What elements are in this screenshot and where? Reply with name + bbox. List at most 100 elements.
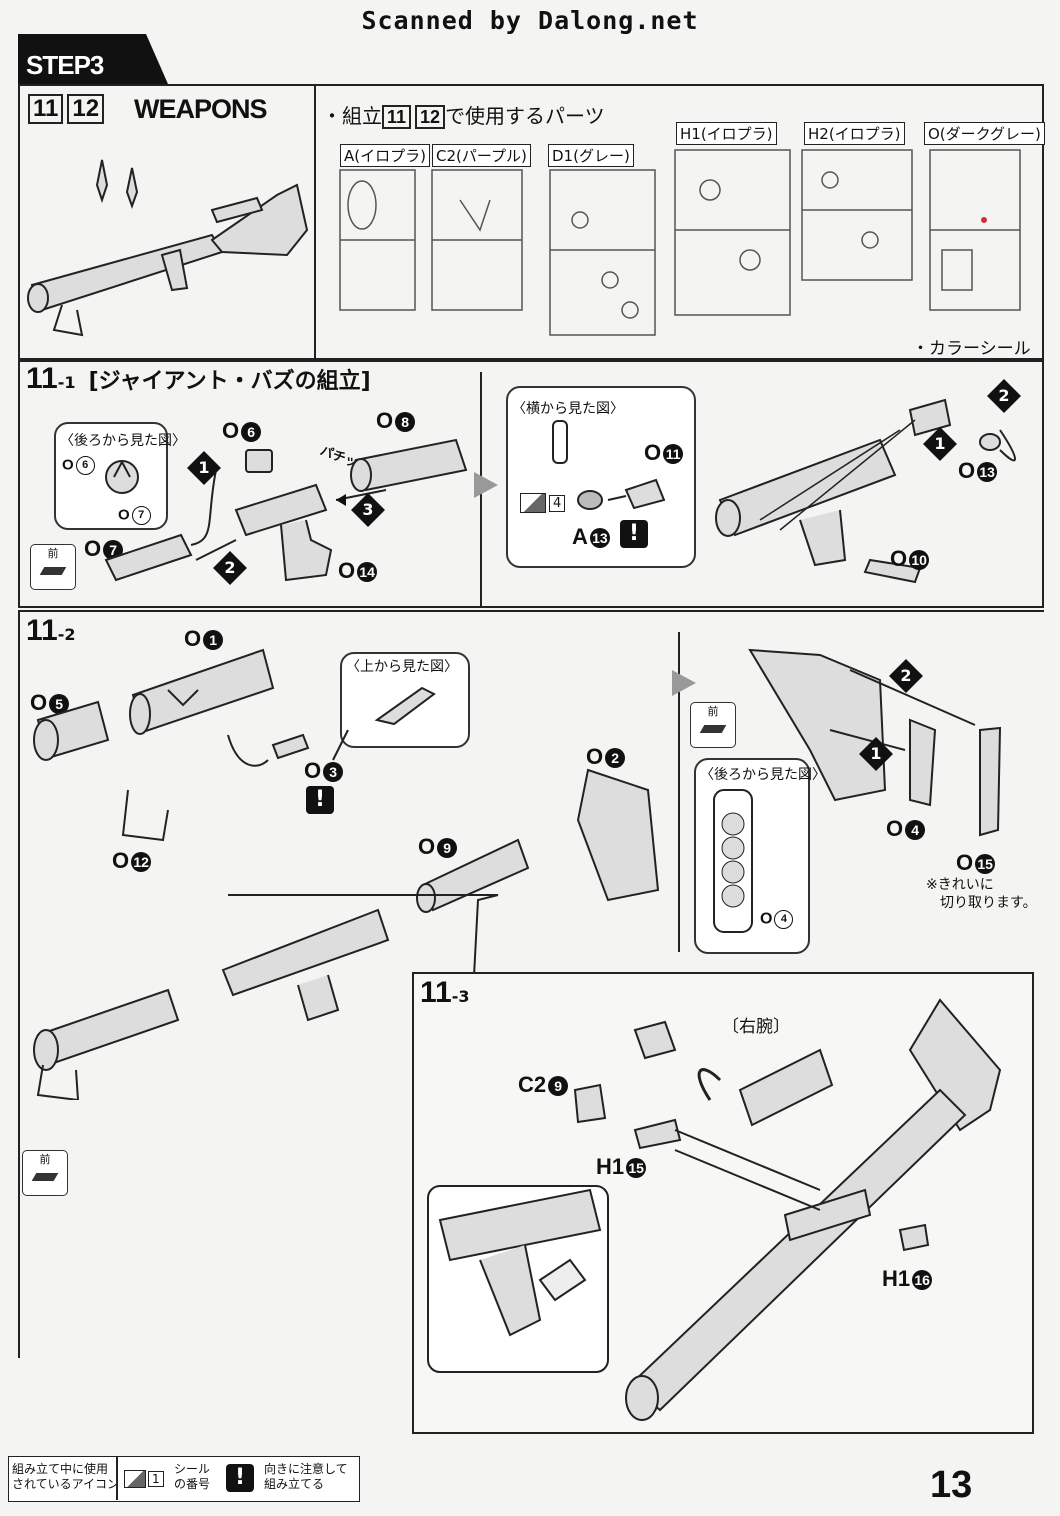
- runner-label-o: O(ダークグレー): [924, 122, 1045, 145]
- legend-sticker-number: 1: [148, 1470, 164, 1487]
- legend-warning-label: 向きに注意して 組み立てる: [264, 1462, 348, 1492]
- part-letter: O: [886, 816, 904, 841]
- step11-1-sub: -1: [57, 373, 76, 392]
- step11-2-sub: -2: [57, 625, 76, 644]
- runner-label-d1: D1(グレー): [548, 144, 634, 167]
- a13-cap-illustration: [577, 478, 666, 510]
- step11-2-panel: [18, 610, 1044, 1358]
- bazooka-overview-illustration: [27, 159, 309, 337]
- step11-1-title: [ジャイアント・バズの組立]: [88, 369, 371, 394]
- step11-1-panel: [18, 360, 1044, 608]
- scan-credit: Scanned by Dalong.net: [361, 6, 699, 35]
- step11-3-sub: -3: [451, 987, 470, 1006]
- step11-3-header: 11-3: [420, 976, 470, 1010]
- step11-2-right-illustration: [748, 648, 1002, 837]
- part-num: 3: [323, 762, 344, 783]
- parts-title-number-11: 11: [382, 105, 412, 129]
- step-marker-2b-num: 2: [998, 386, 1010, 405]
- part-letter: O: [30, 690, 48, 715]
- step11-1-left-illustration: [104, 438, 468, 582]
- part-num: 10: [909, 550, 930, 571]
- part-num: 5: [49, 694, 70, 715]
- legend-title-line-2: されているアイコン: [12, 1477, 120, 1491]
- top-view-label: 〈上から見た図〉: [346, 659, 458, 675]
- legend-warning-label-line-1: 向きに注意して: [264, 1462, 348, 1476]
- part-letter: O: [112, 848, 130, 873]
- sticker-symbol-icon: [124, 1469, 146, 1488]
- part-letter: O: [62, 456, 74, 474]
- rear-view-label: 〈後ろから見た図〉: [60, 433, 186, 449]
- icon-legend: [8, 1456, 360, 1502]
- rear-view-grip-detail: [713, 789, 753, 933]
- part-num: 14: [357, 562, 378, 583]
- step-marker-2a-num: 2: [224, 558, 236, 577]
- part-letter: O: [958, 458, 976, 483]
- front-direction-icon-3: 前: [22, 1150, 68, 1196]
- part-num: 8: [395, 412, 416, 433]
- top-panel-divider: [314, 84, 316, 360]
- note-line-1: ※きれいに: [926, 877, 994, 893]
- step11-3-illustration: [427, 998, 1002, 1421]
- part-letter: O: [222, 418, 240, 443]
- step11-3-number: 11: [420, 976, 452, 1009]
- part-num: 4: [905, 820, 926, 841]
- legend-sticker-label: シール の番号: [174, 1462, 210, 1492]
- runner-label-h2: H2(イロプラ): [804, 122, 905, 145]
- top-panel: [18, 84, 1044, 360]
- top-view-detail: [374, 686, 436, 726]
- step11-2-header: 11-2: [26, 614, 76, 648]
- step-number-12: 12: [67, 94, 105, 124]
- front-label: 前: [707, 705, 719, 718]
- note-line-2: 切り取ります。: [940, 895, 1037, 911]
- part-num: 6: [241, 422, 262, 443]
- step11-1-number: 11: [26, 362, 58, 395]
- arrow-play-icon-1: [474, 472, 498, 498]
- step-marker-1b-num: 1: [934, 434, 946, 453]
- part-letter: O: [304, 758, 322, 783]
- part-letter: O: [418, 834, 436, 859]
- orientation-warning-icon: !: [620, 520, 648, 548]
- part-num: 6: [75, 456, 95, 475]
- part-num: 13: [589, 528, 610, 549]
- parts-title-suffix: で使用するパーツ: [445, 104, 605, 128]
- step11-2-number: 11: [26, 614, 58, 647]
- part-num: 12: [131, 852, 152, 873]
- part-letter: H1: [596, 1154, 625, 1179]
- part-letter: O: [890, 546, 908, 571]
- part-letter: O: [586, 744, 604, 769]
- arrow-play-icon-2: [672, 670, 696, 696]
- legend-warning-label-line-2: 組み立てる: [264, 1477, 325, 1491]
- part-letter: C2: [518, 1072, 547, 1097]
- part-letter: O: [118, 506, 130, 524]
- legend-divider: [116, 1456, 118, 1500]
- step-marker-3a-num: 3: [362, 500, 374, 519]
- legend-title: 組み立て中に使用 されているアイコン: [12, 1462, 119, 1492]
- step-marker-2c-num: 2: [900, 666, 912, 685]
- part-letter: O: [84, 536, 102, 561]
- step11-2-divider: [678, 632, 680, 952]
- front-direction-icon-2: 前: [690, 702, 736, 748]
- color-sticker-note: ・カラーシール: [912, 339, 1031, 359]
- side-view-label: 〈横から見た図〉: [512, 401, 624, 417]
- step-tab-shape: [18, 34, 168, 84]
- legend-warning-icon: !: [226, 1464, 254, 1492]
- part-num: 4: [774, 910, 794, 929]
- part-num: 16: [912, 1270, 933, 1291]
- legend-sticker-label-line-2: の番号: [174, 1477, 211, 1491]
